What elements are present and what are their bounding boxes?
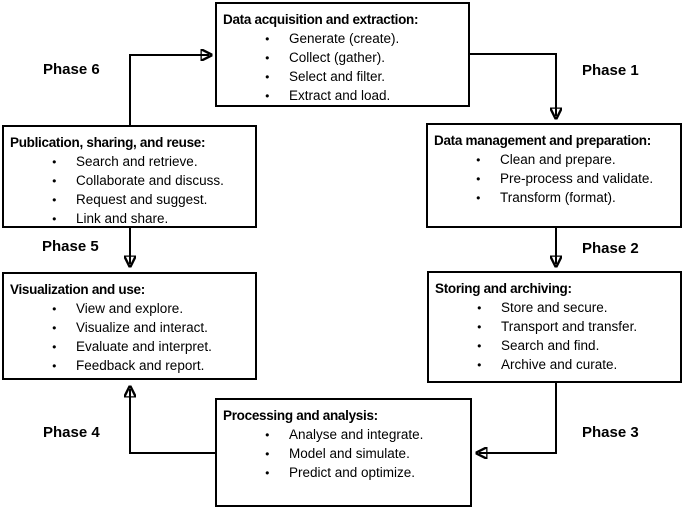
- bullet-item: Evaluate and interpret.: [10, 337, 251, 356]
- phase-label-5: Phase 5: [42, 238, 99, 255]
- bullet-item: Select and filter.: [223, 67, 464, 86]
- bullet-list: Generate (create). Collect (gather). Sel…: [223, 29, 464, 105]
- box-storing-archiving: Storing and archiving: Store and secure.…: [427, 271, 682, 383]
- box-title: Data acquisition and extraction:: [223, 12, 419, 27]
- arrow-phase-4: [130, 389, 215, 454]
- box-title: Processing and analysis:: [223, 408, 378, 423]
- box-title: Publication, sharing, and reuse:: [10, 135, 206, 150]
- phase-label-2: Phase 2: [582, 240, 639, 257]
- bullet-list: View and explore. Visualize and interact…: [10, 299, 251, 375]
- bullet-item: Feedback and report.: [10, 356, 251, 375]
- bullet-item: Request and suggest.: [10, 190, 251, 209]
- box-processing-analysis: Processing and analysis: Analyse and int…: [215, 398, 472, 507]
- bullet-item: Transport and transfer.: [435, 317, 676, 336]
- bullet-item: Pre-process and validate.: [434, 169, 676, 188]
- phase-label-6: Phase 6: [43, 61, 100, 78]
- bullet-list: Clean and prepare. Pre-process and valid…: [434, 150, 676, 207]
- box-visualization-use: Visualization and use: View and explore.…: [2, 272, 257, 380]
- phase-label-3: Phase 3: [582, 424, 639, 441]
- bullet-item: Collaborate and discuss.: [10, 171, 251, 190]
- bullet-item: Store and secure.: [435, 298, 676, 317]
- arrow-phase-1: [469, 53, 556, 116]
- bullet-item: Archive and curate.: [435, 355, 676, 374]
- bullet-item: Predict and optimize.: [223, 463, 466, 482]
- bullet-item: Analyse and integrate.: [223, 425, 466, 444]
- bullet-item: View and explore.: [10, 299, 251, 318]
- bullet-item: Collect (gather).: [223, 48, 464, 67]
- bullet-item: Clean and prepare.: [434, 150, 676, 169]
- arrow-phase-6: [129, 55, 209, 125]
- bullet-item: Search and retrieve.: [10, 152, 251, 171]
- box-title: Visualization and use:: [10, 282, 145, 297]
- bullet-item: Extract and load.: [223, 86, 464, 105]
- bullet-list: Store and secure. Transport and transfer…: [435, 298, 676, 374]
- bullet-item: Generate (create).: [223, 29, 464, 48]
- arrow-phase-3: [479, 383, 557, 453]
- box-title: Data management and preparation:: [434, 133, 651, 148]
- box-title: Storing and archiving:: [435, 281, 572, 296]
- bullet-item: Visualize and interact.: [10, 318, 251, 337]
- bullet-item: Transform (format).: [434, 188, 676, 207]
- bullet-item: Model and simulate.: [223, 444, 466, 463]
- box-publication-sharing-reuse: Publication, sharing, and reuse: Search …: [2, 125, 257, 228]
- bullet-item: Link and share.: [10, 209, 251, 228]
- phase-label-4: Phase 4: [43, 424, 100, 441]
- bullet-list: Search and retrieve. Collaborate and dis…: [10, 152, 251, 228]
- bullet-item: Search and find.: [435, 336, 676, 355]
- box-data-management: Data management and preparation: Clean a…: [426, 123, 682, 228]
- phase-label-1: Phase 1: [582, 62, 639, 79]
- bullet-list: Analyse and integrate. Model and simulat…: [223, 425, 466, 482]
- box-data-acquisition: Data acquisition and extraction: Generat…: [215, 2, 470, 107]
